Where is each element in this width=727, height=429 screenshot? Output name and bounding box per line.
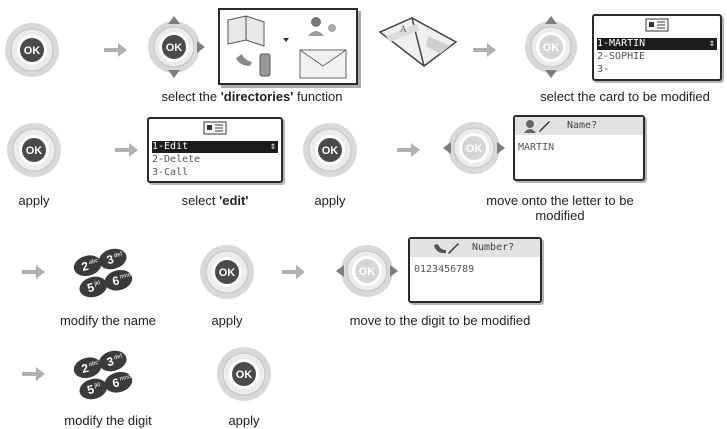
arrow-right-icon <box>22 265 45 279</box>
directories-icon-panel <box>218 8 358 85</box>
svg-text:2: 2 <box>80 259 90 274</box>
svg-text:OK: OK <box>236 369 253 381</box>
directory-book-icon: A <box>378 17 458 67</box>
menu-item-delete[interactable]: 2-Delete <box>152 154 201 165</box>
caption-select-directories: select the 'directories' function <box>161 89 343 104</box>
directories-icon <box>227 15 347 79</box>
caption-move-letter: move onto the letter to be modified <box>486 193 634 223</box>
svg-text:OK: OK <box>322 145 339 157</box>
svg-text:OK: OK <box>466 143 483 155</box>
svg-text:abc: abc <box>88 360 99 368</box>
ok-button[interactable]: OK <box>4 22 60 78</box>
svg-text:6: 6 <box>111 273 121 288</box>
caption-modify-name: modify the name <box>59 313 157 328</box>
arrow-right-icon <box>104 43 127 57</box>
arrow-right-icon <box>282 265 305 279</box>
caption-apply: apply <box>228 413 260 428</box>
navigation-left-right-button[interactable]: OK <box>336 240 398 302</box>
keypad-icon[interactable]: 2 abc 3 def 5 jkl 6 mno <box>72 248 134 298</box>
svg-text:jkl: jkl <box>93 382 101 390</box>
navigation-button[interactable]: OK <box>520 16 582 78</box>
keypad-icon[interactable]: 2 abc 3 def 5 jkl 6 mno <box>72 350 134 400</box>
navigation-left-right-button[interactable]: OK <box>443 117 505 179</box>
list-item[interactable]: 2-SOPHIE <box>597 51 646 62</box>
svg-text:OK: OK <box>543 42 560 54</box>
updown-selector-icon: ⇕ <box>269 141 276 152</box>
screen-header <box>515 117 643 135</box>
caption-move-digit: move to the digit to be modified <box>349 313 531 328</box>
prompt-label: Number? <box>472 242 515 253</box>
ok-button[interactable]: OK <box>199 244 255 300</box>
svg-text:3: 3 <box>105 354 115 369</box>
svg-text:5: 5 <box>86 382 96 397</box>
caption-select-card: select the card to be modified <box>540 89 710 104</box>
svg-text:def: def <box>113 353 123 361</box>
updown-selector-icon: ⇕ <box>708 38 715 49</box>
contact-edit-icon <box>524 120 550 133</box>
svg-text:3: 3 <box>105 252 115 267</box>
number-value[interactable]: 0123456789 <box>414 264 475 275</box>
svg-text:OK: OK <box>166 42 183 54</box>
menu-item-edit[interactable]: 1-Edit ⇕ <box>152 141 278 153</box>
caption-apply: apply <box>211 313 243 328</box>
svg-text:mno: mno <box>119 374 132 383</box>
number-edit-screen: Number? 0123456789 <box>408 237 542 303</box>
menu-item-call[interactable]: 3-Call <box>152 167 189 178</box>
card-list-screen: 1-MARTIN ⇕ 2-SOPHIE 3- <box>592 14 722 81</box>
svg-text:OK: OK <box>26 145 43 157</box>
svg-text:2: 2 <box>80 361 90 376</box>
phone-edit-icon <box>434 243 459 254</box>
caption-apply: apply <box>314 193 346 208</box>
navigation-button[interactable]: OK <box>143 16 205 78</box>
arrow-right-icon <box>115 143 138 157</box>
caption-apply: apply <box>18 193 50 208</box>
card-icon <box>203 121 227 135</box>
svg-text:def: def <box>113 251 123 259</box>
ok-button[interactable]: OK <box>6 122 62 178</box>
svg-text:A: A <box>400 24 407 34</box>
arrow-right-icon <box>473 43 496 57</box>
name-value[interactable]: MARTIN <box>518 142 555 153</box>
svg-text:5: 5 <box>86 280 96 295</box>
arrow-right-icon <box>397 143 420 157</box>
ok-button[interactable]: OK <box>216 346 272 402</box>
svg-text:abc: abc <box>88 258 99 266</box>
prompt-label: Name? <box>567 120 598 131</box>
arrow-right-icon <box>22 367 45 381</box>
svg-text:jkl: jkl <box>93 280 101 288</box>
svg-text:OK: OK <box>24 45 41 57</box>
ok-button[interactable]: OK <box>302 122 358 178</box>
name-edit-screen: Name? MARTIN <box>513 115 645 181</box>
svg-text:OK: OK <box>359 266 376 278</box>
list-item[interactable]: 3- <box>597 64 610 75</box>
list-item[interactable]: 1-MARTIN ⇕ <box>597 38 717 50</box>
caption-select-edit: select 'edit' <box>181 193 249 208</box>
svg-text:6: 6 <box>111 375 121 390</box>
caption-modify-digit: modify the digit <box>64 413 152 428</box>
svg-text:mno: mno <box>119 272 132 281</box>
svg-text:OK: OK <box>219 267 236 279</box>
edit-menu-screen: 1-Edit ⇕ 2-Delete 3-Call <box>147 117 283 183</box>
card-icon <box>645 18 669 32</box>
